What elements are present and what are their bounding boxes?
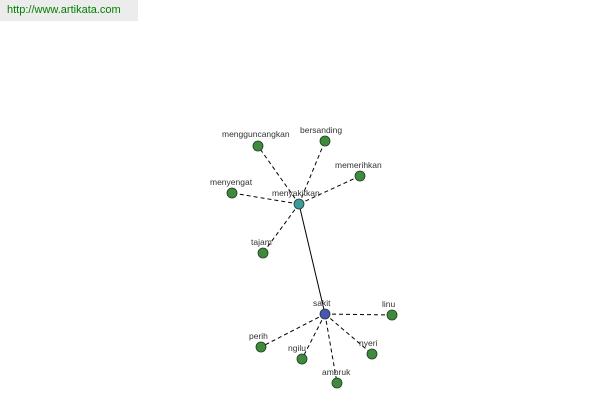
node-label-memerihkan: memerihkan [335,160,382,170]
node-dot-ngilu[interactable] [296,353,308,365]
node-dot-memerihkan[interactable] [354,170,366,182]
node-perih[interactable]: perih [249,331,268,353]
node-label-nyeri: nyeri [359,338,378,348]
node-nyeri[interactable]: nyeri [359,338,378,360]
edge-sakit-ngilu [301,313,326,360]
node-dot-tajam[interactable] [257,247,269,259]
node-mengguncangkan[interactable]: mengguncangkan [222,129,290,152]
node-dot-linu[interactable] [386,309,398,321]
node-menyengat[interactable]: menyengat [210,177,253,199]
edge-menyakitkan-sakit [298,203,326,315]
node-linu[interactable]: linu [382,299,398,321]
node-memerihkan[interactable]: memerihkan [335,160,382,182]
edge-menyakitkan-menyengat [231,192,300,205]
node-label-ngilu: ngilu [288,343,306,353]
node-bersanding[interactable]: bersanding [300,125,342,147]
edge-sakit-perih [260,313,326,348]
node-dot-nyeri[interactable] [366,348,378,360]
edge-sakit-ambruk [324,313,338,384]
edge-menyakitkan-mengguncangkan [257,145,300,205]
node-label-mengguncangkan: mengguncangkan [222,129,290,139]
node-dot-menyengat[interactable] [226,187,238,199]
node-label-ambruk: ambruk [322,367,351,377]
node-label-bersanding: bersanding [300,125,342,135]
node-dot-ambruk[interactable] [331,377,343,389]
node-ambruk[interactable]: ambruk [322,367,351,389]
node-menyakitkan[interactable]: menyakitkan [272,188,320,210]
edge-menyakitkan-tajam [262,203,300,254]
node-label-sakit: sakit [313,298,331,308]
node-dot-menyakitkan[interactable] [293,198,305,210]
edges-layer [231,140,393,384]
node-dot-bersanding[interactable] [319,135,331,147]
node-label-perih: perih [249,331,268,341]
node-ngilu[interactable]: ngilu [288,343,308,365]
site-url-link[interactable]: http://www.artikata.com [0,0,138,21]
edge-sakit-nyeri [324,313,373,355]
node-dot-perih[interactable] [255,341,267,353]
node-sakit[interactable]: sakit [313,298,331,320]
edge-menyakitkan-bersanding [298,140,326,205]
node-dot-sakit[interactable] [319,308,331,320]
edge-sakit-linu [324,313,393,316]
node-label-menyengat: menyengat [210,177,253,187]
node-dot-mengguncangkan[interactable] [252,140,264,152]
node-label-menyakitkan: menyakitkan [272,188,320,198]
nodes-layer: menyakitkan sakit mengguncangkan bersanding… [210,125,398,389]
node-tajam[interactable]: tajam [251,237,272,259]
node-label-tajam: tajam [251,237,272,247]
node-label-linu: linu [382,299,396,309]
